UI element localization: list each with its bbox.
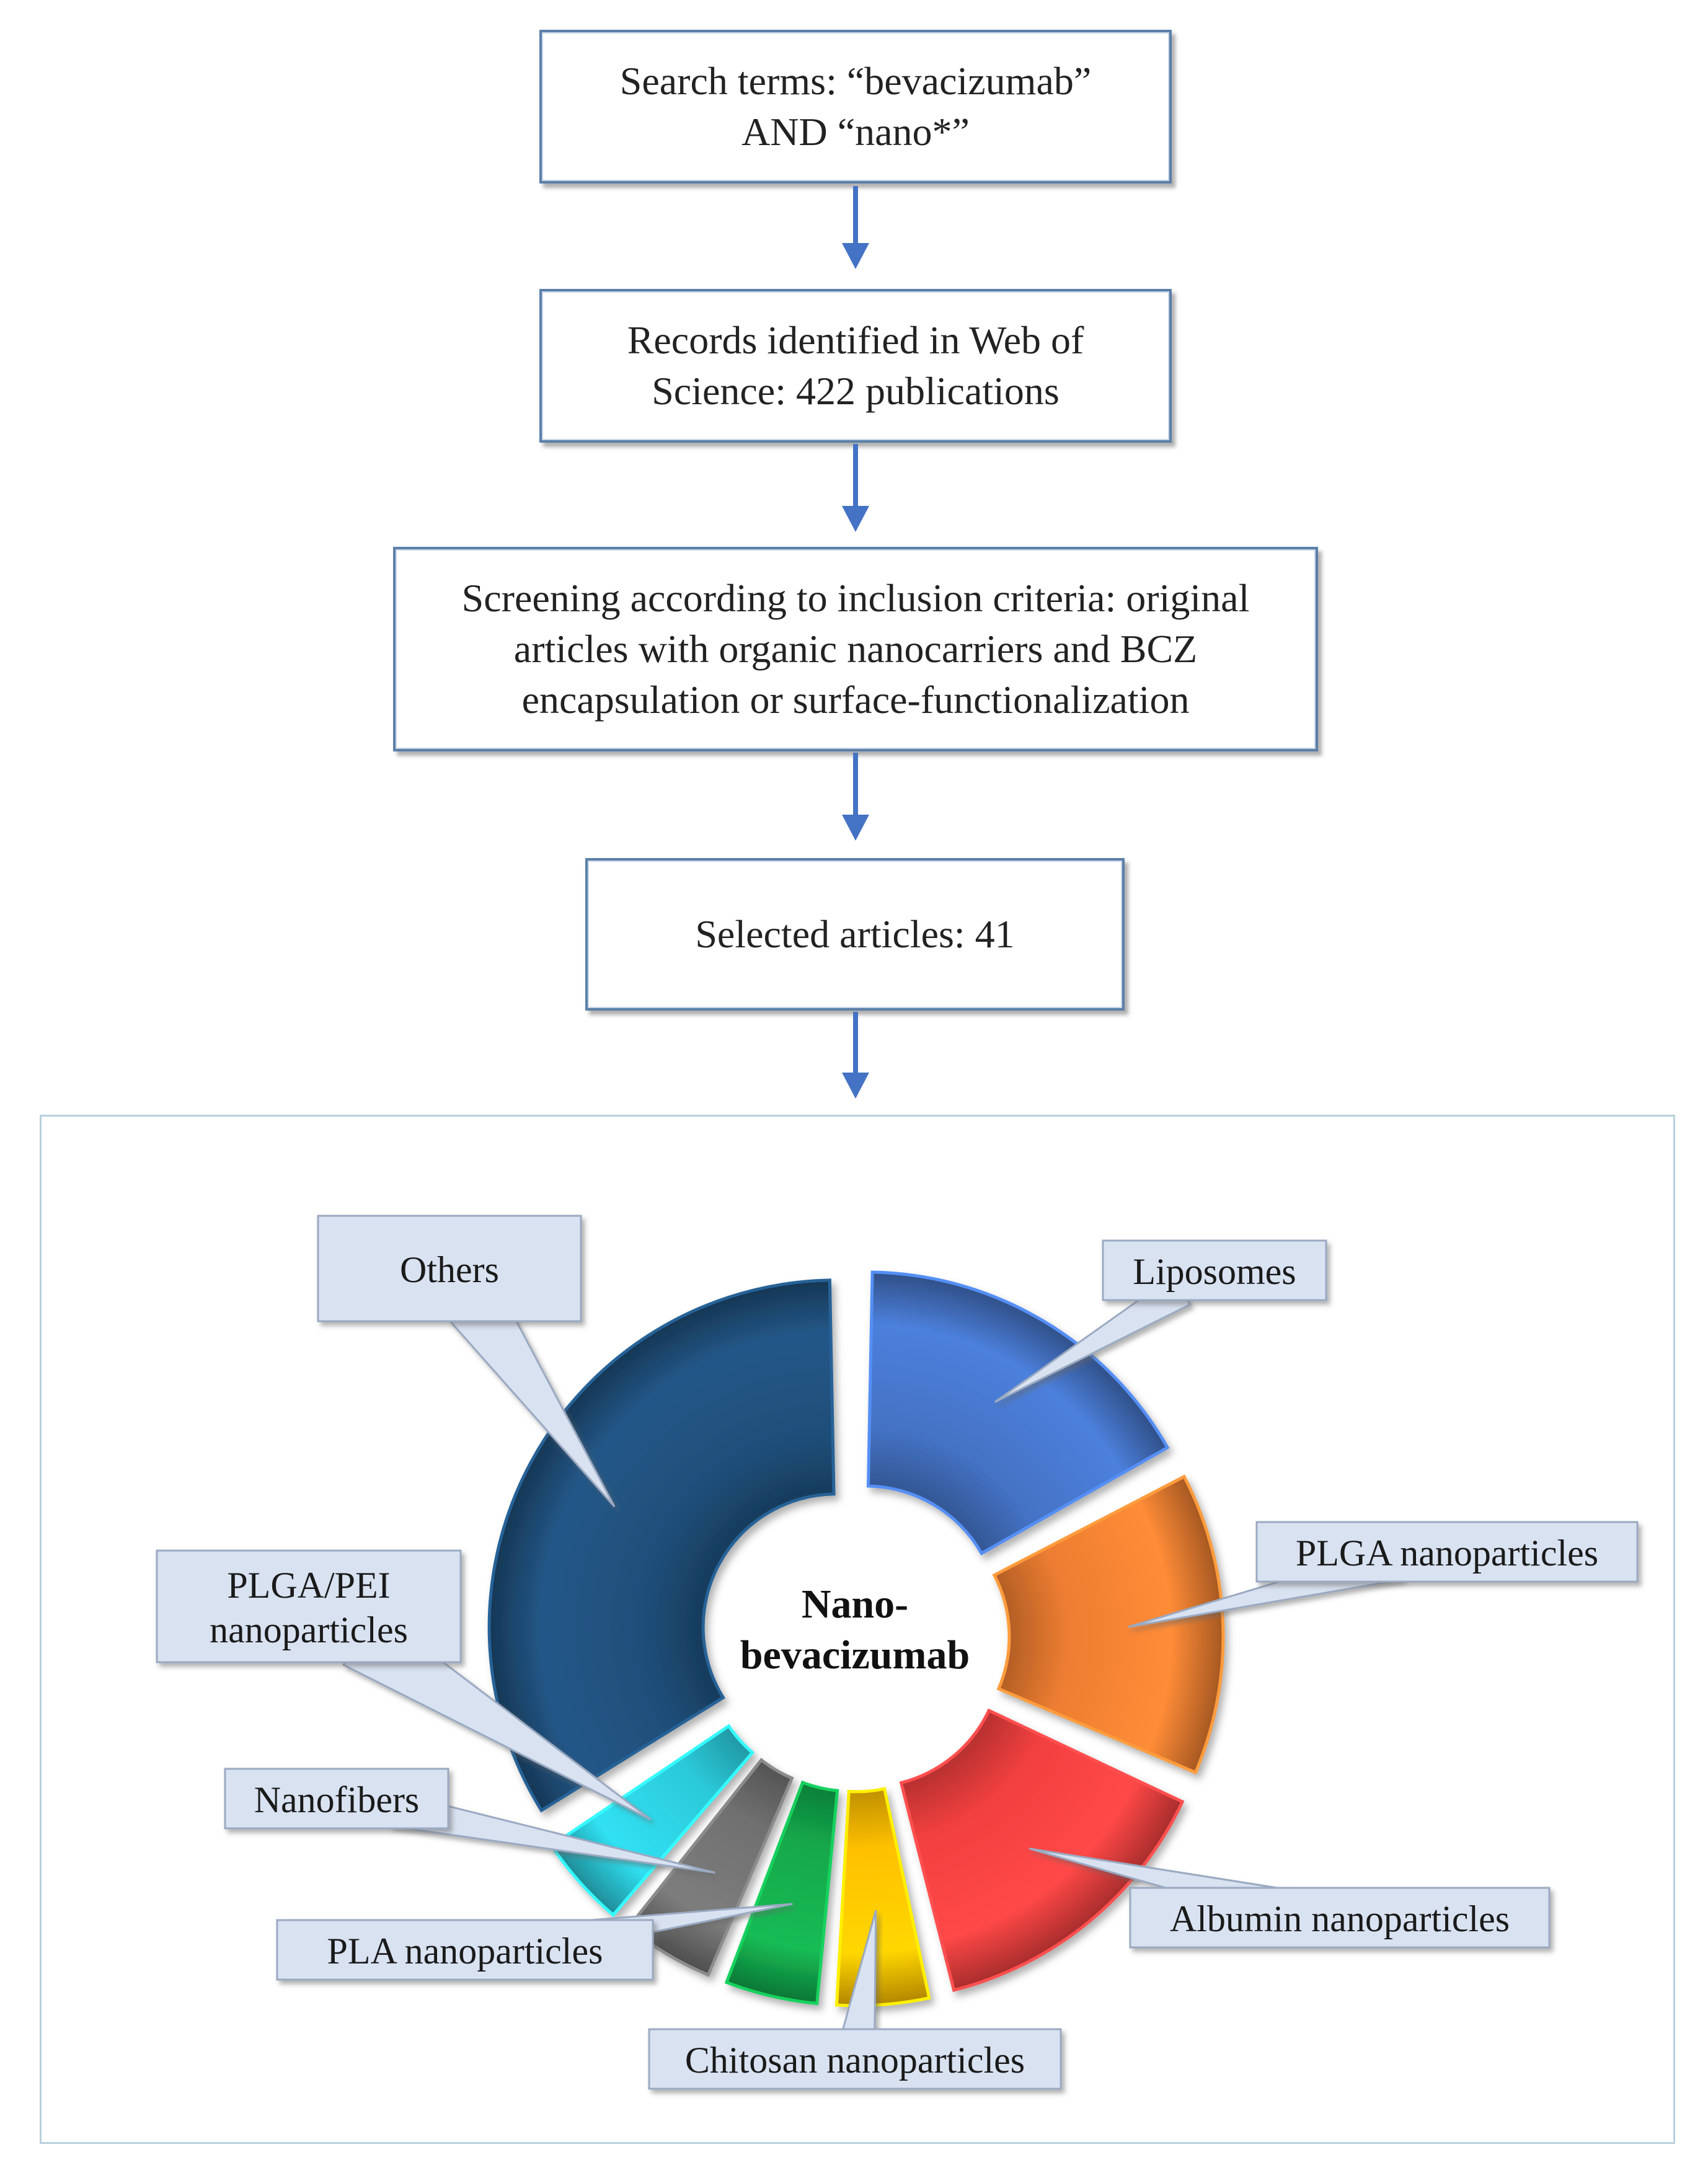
step-records-line1: Records identified in Web of bbox=[627, 318, 1084, 362]
slice-liposomes bbox=[866, 1270, 1170, 1556]
slice-label: PLA nanoparticles bbox=[327, 1931, 603, 1972]
step-screening-line2: articles with organic nanocarriers and B… bbox=[513, 627, 1198, 671]
callout-box-fill bbox=[319, 1217, 580, 1320]
slice-label: Liposomes bbox=[1133, 1251, 1296, 1292]
slice-label: Albumin nanoparticles bbox=[1170, 1898, 1510, 1939]
step-search-terms-box: Search terms: “bevacizumab” AND “nano*” bbox=[539, 30, 1172, 184]
step-screening-box: Screening according to inclusion criteri… bbox=[393, 547, 1318, 751]
callout-box-fill bbox=[650, 2030, 1060, 2087]
center-label-line2: bevacizumab bbox=[740, 1632, 970, 1678]
slice-label: Chitosan nanoparticles bbox=[685, 2040, 1025, 2081]
center-label-line1: Nano- bbox=[802, 1582, 908, 1627]
step-search-terms-line1: Search terms: “bevacizumab” bbox=[619, 59, 1092, 103]
slice-chitosan-nanoparticles bbox=[834, 1787, 931, 2008]
slice-label: PLGA nanoparticles bbox=[1296, 1533, 1598, 1574]
arrow-down-icon bbox=[842, 444, 869, 532]
step-selected-line1: Selected articles: 41 bbox=[695, 912, 1015, 956]
step-search-terms-line2: AND “nano*” bbox=[741, 110, 970, 154]
callout-box-fill bbox=[226, 1770, 447, 1827]
slice-label: PLGA/PEI bbox=[227, 1565, 390, 1606]
slice-label: Nanofibers bbox=[254, 1779, 420, 1820]
step-records-identified-box: Records identified in Web of Science: 42… bbox=[539, 289, 1172, 443]
callout-box-fill bbox=[1104, 1242, 1325, 1299]
step-records-line2: Science: 422 publications bbox=[652, 369, 1060, 413]
arrow-down-icon bbox=[842, 753, 869, 841]
step-screening-line3: encapsulation or surface-functionalizati… bbox=[521, 678, 1190, 722]
callout-box-fill bbox=[158, 1552, 459, 1661]
arrow-down-icon bbox=[842, 186, 869, 269]
arrow-down-icon bbox=[842, 1012, 869, 1099]
callout-box-fill bbox=[1258, 1523, 1636, 1580]
slice-others bbox=[487, 1278, 836, 1813]
slice-plga-nanoparticles bbox=[992, 1474, 1225, 1775]
step-screening-line1: Screening according to inclusion criteri… bbox=[461, 576, 1250, 620]
step-selected-articles-box: Selected articles: 41 bbox=[585, 858, 1125, 1011]
slice-pla-nanoparticles bbox=[724, 1780, 839, 2006]
callout-box-fill bbox=[1131, 1889, 1548, 1946]
slice-label: Others bbox=[400, 1249, 499, 1290]
slice-label: nanoparticles bbox=[210, 1609, 408, 1650]
callout-box-fill bbox=[278, 1921, 652, 1978]
